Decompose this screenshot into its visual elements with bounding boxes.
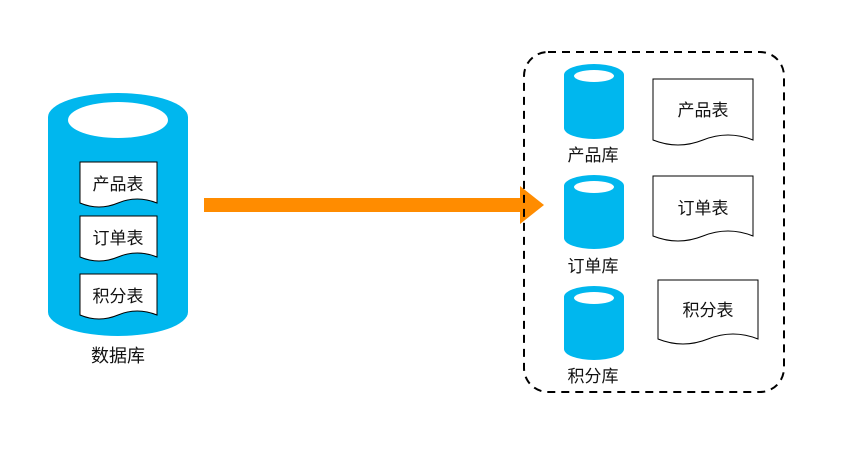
source-table-label-1: 产品表	[93, 175, 144, 195]
target-table-doc-2: 订单表	[652, 175, 754, 242]
target-database-label-2: 订单库	[568, 257, 619, 277]
target-table-label-1: 产品表	[678, 101, 729, 121]
source-table-doc-3: 积分表	[79, 273, 158, 320]
source-table-doc-2: 订单表	[79, 215, 158, 262]
target-table-label-3: 积分表	[683, 301, 734, 321]
target-database-label-1: 产品库	[568, 146, 619, 166]
target-database-cylinder-2	[564, 175, 624, 249]
source-table-doc-1: 产品表	[79, 161, 158, 208]
target-table-doc-1: 产品表	[652, 78, 754, 146]
source-database-label: 数据库	[91, 346, 145, 367]
split-arrow	[204, 186, 544, 224]
source-table-label-2: 订单表	[93, 229, 144, 249]
target-database-label-3: 积分库	[568, 367, 619, 387]
target-table-label-2: 订单表	[678, 199, 729, 219]
target-database-cylinder-3	[564, 286, 624, 360]
target-database-cylinder-1	[564, 64, 624, 139]
source-database-top-opening	[68, 102, 168, 138]
source-table-label-3: 积分表	[93, 287, 144, 307]
target-group-dashed-border	[523, 51, 785, 393]
target-table-doc-3: 积分表	[657, 279, 759, 345]
